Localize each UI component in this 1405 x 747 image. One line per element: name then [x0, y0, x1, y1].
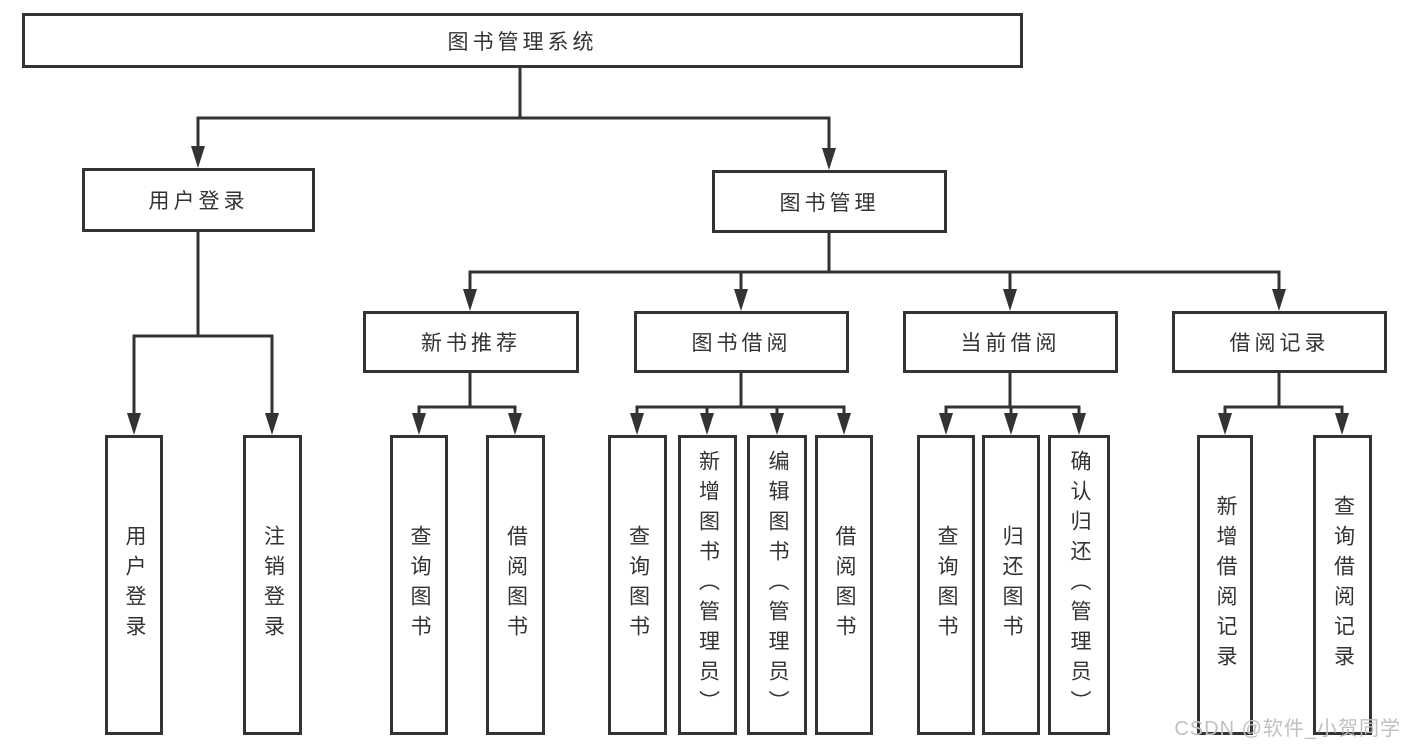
- node-label: 编辑图书（管理员）: [766, 450, 789, 720]
- node-new-book-recommendation: 新书推荐: [363, 311, 579, 373]
- leaf-edit-book-admin: 编辑图书（管理员）: [747, 435, 807, 735]
- node-label: 新书推荐: [421, 332, 521, 355]
- node-label: 借阅图书: [833, 525, 856, 645]
- leaf-user-login: 用户登录: [105, 435, 163, 735]
- node-label: 当前借阅: [960, 332, 1061, 355]
- node-book-management: 图书管理: [712, 170, 947, 233]
- leaf-query-books-recommend: 查询图书: [390, 435, 448, 735]
- node-label: 确认归还（管理员）: [1068, 450, 1091, 720]
- node-user-login: 用户登录: [82, 168, 315, 232]
- node-label: 查询借阅记录: [1331, 495, 1355, 675]
- node-label: 查询图书: [626, 525, 650, 645]
- node-label: 新增借阅记录: [1214, 495, 1237, 675]
- leaf-query-books-current: 查询图书: [917, 435, 975, 735]
- node-label: 查询图书: [408, 525, 431, 645]
- leaf-query-books-borrowing: 查询图书: [608, 435, 667, 735]
- leaf-query-borrow-record: 查询借阅记录: [1313, 435, 1372, 735]
- leaf-borrow-books-recommend: 借阅图书: [486, 435, 545, 735]
- leaf-logout-login: 注销登录: [243, 435, 302, 735]
- leaf-borrow-books-borrowing: 借阅图书: [815, 435, 873, 735]
- leaf-add-book-admin: 新增图书（管理员）: [678, 435, 737, 735]
- csdn-watermark: CSDN @软件_小贺同学: [1174, 718, 1401, 740]
- leaf-add-borrow-record: 新增借阅记录: [1197, 435, 1253, 735]
- node-label: 用户登录: [148, 190, 249, 213]
- node-book-borrowing: 图书借阅: [634, 311, 849, 373]
- node-label: 图书管理: [779, 191, 880, 215]
- leaf-confirm-return-admin: 确认归还（管理员）: [1048, 435, 1110, 735]
- node-label: 借阅记录: [1229, 332, 1330, 355]
- node-label: 借阅图书: [504, 525, 528, 645]
- node-library-system: 图书管理系统: [22, 13, 1023, 68]
- node-label: 注销登录: [261, 525, 285, 645]
- node-label: 用户登录: [123, 525, 146, 645]
- node-borrowing-records: 借阅记录: [1172, 311, 1387, 373]
- node-current-borrowing: 当前借阅: [903, 311, 1118, 373]
- node-label: 新增图书（管理员）: [696, 450, 720, 720]
- node-label: 图书管理系统: [447, 30, 598, 54]
- node-label: 查询图书: [935, 525, 958, 645]
- node-label: 图书借阅: [691, 332, 792, 355]
- arrowhead-icons: [127, 146, 1349, 435]
- node-label: 归还图书: [1000, 525, 1023, 645]
- leaf-return-books: 归还图书: [982, 435, 1040, 735]
